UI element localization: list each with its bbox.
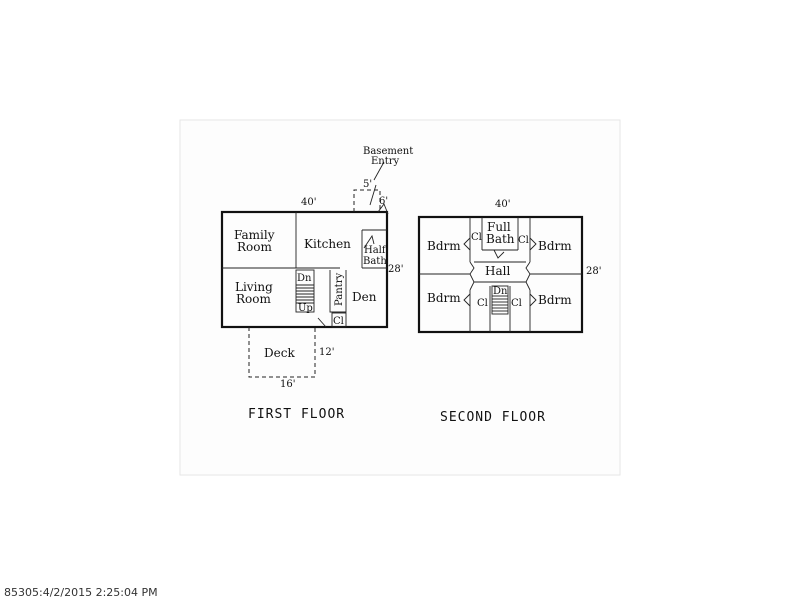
deck-depth-dim: 12' — [319, 347, 334, 358]
bdrm-nw-door-swing — [463, 237, 471, 251]
bdrm-sw-door-swing — [463, 293, 471, 307]
bdrm-ne-label: Bdrm — [538, 239, 572, 253]
closet-4-label: Cl — [511, 298, 522, 309]
basement-entry-leader — [373, 161, 385, 181]
second-floor-stairs — [491, 285, 509, 315]
closet-label: Cl — [333, 316, 344, 327]
first-floor-width-dim: 40' — [301, 197, 316, 208]
closet-1-label: Cl — [471, 232, 482, 243]
stair-treads — [296, 284, 314, 304]
basement-entry-box — [353, 189, 381, 212]
bath-door-swing — [493, 249, 505, 259]
pantry-label: Pantry — [334, 273, 345, 306]
family-room-label-1: Family — [234, 228, 275, 242]
half-bath-label-2: Bath — [363, 256, 387, 267]
second-floor-stair-treads — [492, 295, 508, 312]
door-swing-halfbath — [363, 234, 375, 249]
second-stairs-dn-label: Dn — [493, 286, 508, 297]
basement-entry-arrow — [369, 184, 377, 206]
entry-width-dim: 5' — [363, 179, 372, 190]
living-room-label-2: Room — [236, 292, 271, 306]
bdrm-se-door-swing — [529, 293, 537, 307]
first-floor-title: FIRST FLOOR — [248, 407, 345, 422]
bdrm-ne-door-swing — [529, 237, 537, 251]
closet-box — [331, 312, 347, 328]
hall-west-doors — [469, 261, 475, 291]
bdrm-nw-label: Bdrm — [427, 239, 461, 253]
second-floor-outline — [417, 215, 584, 334]
first-floor-depth-dim: 28' — [388, 264, 403, 275]
closet-3-label: Cl — [477, 298, 488, 309]
stairs-dn-label: Dn — [297, 273, 312, 284]
full-bath-label-2: Bath — [486, 232, 515, 246]
second-floor-width-dim: 40' — [495, 199, 510, 210]
family-room-label-2: Room — [237, 240, 272, 254]
pantry-walls — [329, 270, 347, 313]
living-room-label-1: Living — [235, 280, 273, 294]
hall-label: Hall — [485, 264, 510, 278]
basement-entry-label-2: Entry — [371, 156, 400, 167]
second-floor-title: SECOND FLOOR — [440, 410, 546, 425]
second-floor-plan: Bdrm Full Bath Bdrm Hall Bdrm Bdrm Cl Cl… — [417, 199, 601, 425]
basement-door-swing — [377, 203, 389, 215]
deck-label: Deck — [264, 346, 295, 360]
half-bath-label-1: Half — [364, 245, 387, 256]
first-floor-outline — [220, 210, 389, 329]
stairs-up-label: Up — [298, 303, 313, 314]
bdrm-sw-label: Bdrm — [427, 291, 461, 305]
basement-entry-label-1: Basement — [363, 146, 413, 157]
second-floor-depth-dim: 28' — [586, 266, 601, 277]
deck-outline — [248, 327, 316, 378]
first-floor-plan: Family Room Kitchen Half Bath Living Roo… — [220, 146, 413, 422]
deck-width-dim: 16' — [280, 379, 295, 390]
kitchen-label: Kitchen — [304, 237, 351, 251]
full-bath-label-1: Full — [487, 220, 511, 234]
door-swing-deck — [317, 317, 327, 328]
closet-2-label: Cl — [518, 235, 529, 246]
scanned-page — [179, 119, 621, 476]
den-label: Den — [352, 290, 377, 304]
hall-east-doors — [525, 261, 531, 291]
entry-depth-dim: 6' — [379, 196, 388, 207]
timestamp-caption: 85305:4/2/2015 2:25:04 PM — [4, 586, 158, 599]
bdrm-se-label: Bdrm — [538, 293, 572, 307]
